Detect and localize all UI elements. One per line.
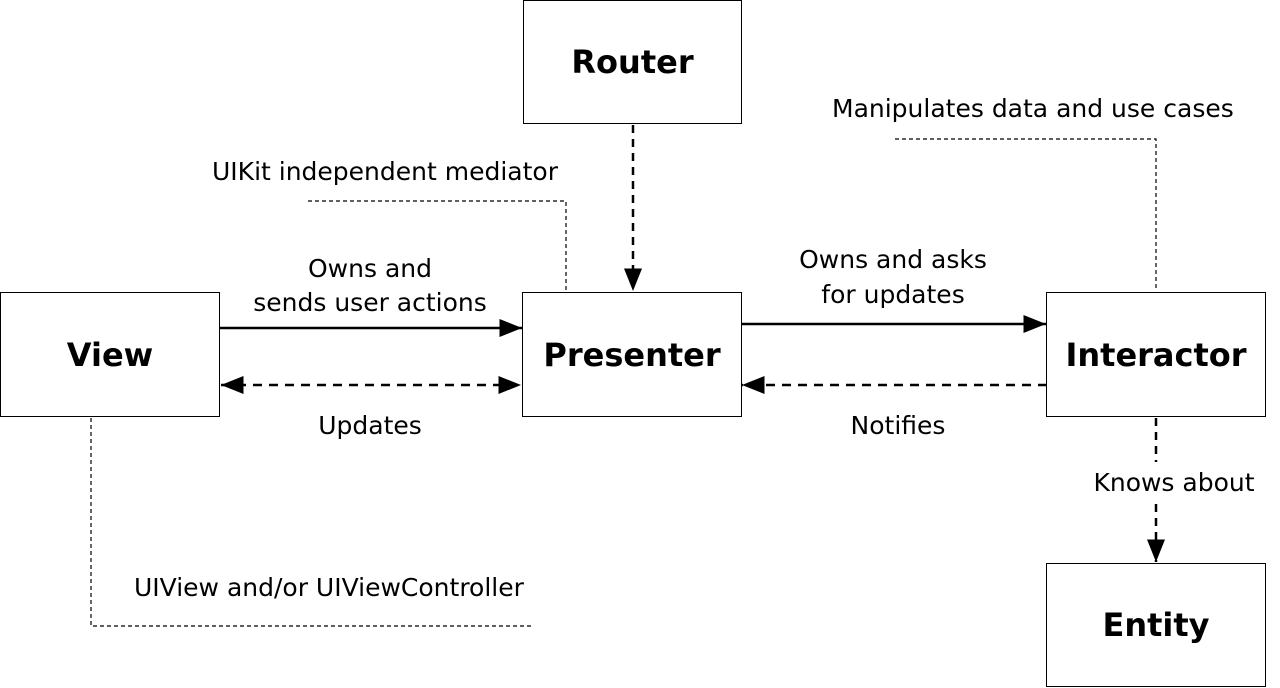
presenter-label: Presenter — [543, 335, 721, 374]
view-label: View — [66, 335, 154, 374]
view-to-presenter-label-line2: sends user actions — [253, 288, 487, 317]
interactor-note: Manipulates data and use cases — [832, 94, 1234, 123]
presenter-to-interactor-label-line2: for updates — [821, 280, 965, 309]
router-label: Router — [571, 43, 694, 81]
entity-box: Entity — [1046, 563, 1266, 687]
view-box: View — [0, 292, 220, 417]
presenter-to-interactor-label-line1: Owns and asks — [799, 245, 987, 274]
notifies-label: Notifies — [850, 411, 946, 440]
presenter-note-leader — [308, 200, 567, 291]
knows-about-label: Knows about — [1093, 468, 1255, 497]
interactor-label: Interactor — [1065, 335, 1247, 374]
interactor-note-leader — [895, 138, 1157, 291]
entity-label: Entity — [1102, 606, 1210, 644]
router-box: Router — [523, 0, 742, 124]
presenter-note: UIKit independent mediator — [212, 157, 558, 186]
view-to-presenter-label-line1: Owns and — [308, 254, 432, 283]
view-note: UIView and/or UIViewController — [134, 573, 524, 602]
interactor-box: Interactor — [1046, 292, 1266, 417]
presenter-box: Presenter — [522, 292, 742, 417]
updates-label: Updates — [318, 411, 422, 440]
